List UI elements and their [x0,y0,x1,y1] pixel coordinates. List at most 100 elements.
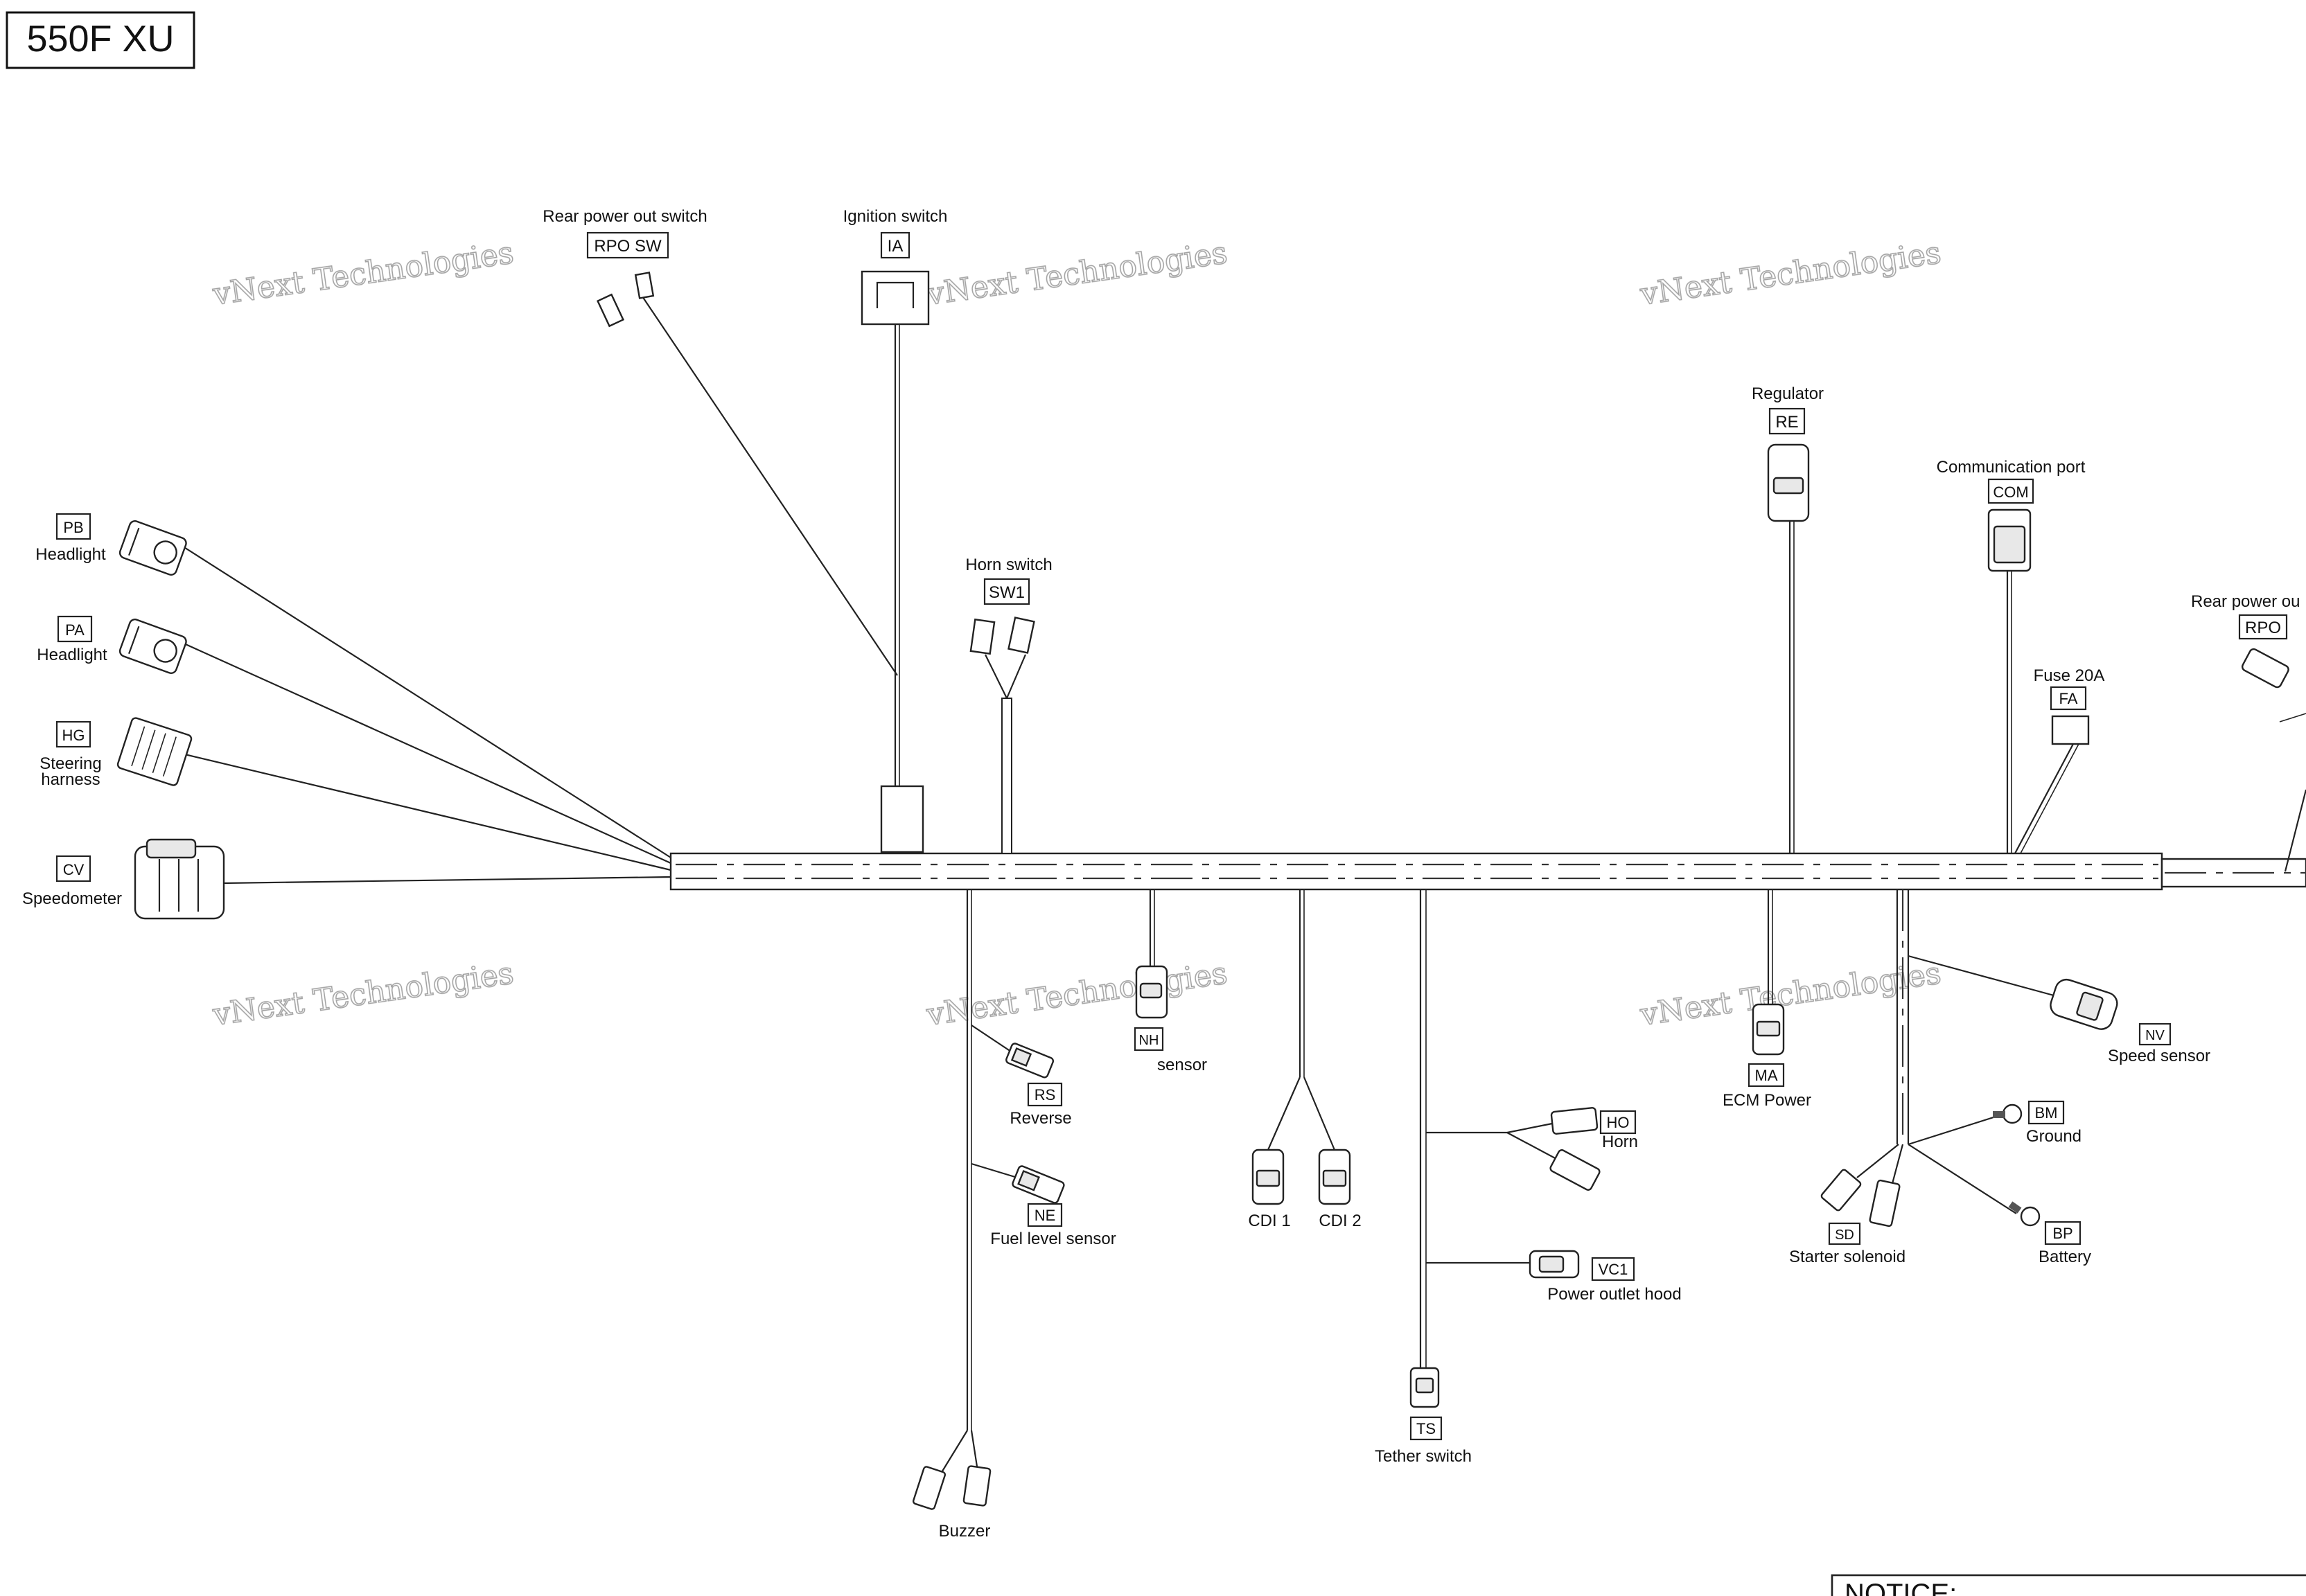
ignition-switch-code: IA [888,237,904,256]
speed-sensor-label: Speed sensor [2108,1047,2210,1065]
fuel-level-sensor: NE Fuel level sensor [990,1165,1116,1248]
ecm-power-code: MA [1755,1067,1778,1084]
tether-switch-code: TS [1416,1420,1436,1437]
reverse: RS Reverse [1005,1043,1072,1128]
neutral-sensor-connector-icon [1135,965,1168,1019]
rear-power-out-switch-label: Rear power out switch [543,207,707,226]
cdi2: CDI 2 [1318,1149,1362,1230]
watermark: vNext Technologies [210,956,516,1033]
rear-power-out-switch: Rear power out switch RPO SW [543,207,707,328]
cdi1: CDI 1 [1248,1149,1291,1230]
watermark: vNext Technologies [924,236,1229,312]
horn-connector-icon [1549,1107,1601,1191]
neutral-sensor: NH sensor [1134,889,1207,1074]
steering-harness: HG Steering harness [39,717,193,789]
rear-power-outlet-code: RPO [2245,619,2281,637]
starter-solenoid-connector-icon [1820,1169,1901,1227]
fuse-20a-icon [2051,715,2090,745]
fuel-level-sensor-code: NE [1035,1207,1056,1224]
communication-port-code: COM [1993,484,2028,501]
tether-switch-connector-icon [1409,1367,1440,1408]
fuse-20a-code: FA [2059,690,2078,707]
watermark: vNext Technologies [1637,236,1943,312]
steering-harness-label-line1: Steering [39,754,101,773]
tether-switch: TS Tether switch [1375,1367,1472,1466]
cdi1-label: CDI 1 [1248,1212,1290,1230]
horn: HO Horn [1549,1107,1638,1191]
ground-label: Ground [2026,1127,2081,1146]
regulator-label: Regulator [1752,384,1824,403]
neutral-sensor-code: NH [1139,1033,1159,1048]
headlight-pa-connector-icon [118,619,187,674]
cdi1-connector-icon [1251,1149,1285,1205]
watermark-group: vNext Technologies vNext Technologies vN… [210,235,1944,1034]
headlight-pa-code: PA [65,621,85,639]
communication-port: Communication port COM [1937,458,2086,853]
ground-code: BM [2035,1104,2058,1121]
horn-switch: Horn switch SW1 [965,556,1053,854]
communication-port-label: Communication port [1937,458,2086,477]
ground-ring-terminal-icon [1993,1103,2023,1124]
right-lower-branch [1856,889,2062,1214]
headlight-pb-code: PB [63,519,83,536]
cdi2-label: CDI 2 [1319,1212,1361,1230]
power-outlet-hood-label: Power outlet hood [1547,1285,1681,1304]
steering-harness-label-line2: harness [41,770,100,789]
tether-switch-label: Tether switch [1375,1447,1472,1466]
notice-label: NOTICE: [1845,1579,1957,1596]
fuel-level-sensor-connector-icon [1012,1165,1065,1204]
ignition-switch: Ignition switch IA [843,207,948,853]
rear-power-out-switch-connector-icon [596,293,625,328]
speed-sensor-connector-icon [2050,978,2118,1030]
regulator-connector-icon [1767,443,1810,522]
headlight-pb-connector-icon [118,520,187,576]
speedometer-code: CV [63,861,85,878]
speed-sensor: NV Speed sensor [2050,978,2210,1065]
fuel-level-sensor-label: Fuel level sensor [990,1230,1116,1248]
fuse-20a: Fuse 20A FA [2014,666,2105,854]
reverse-label: Reverse [1010,1109,1071,1128]
buzzer-connector-icon [912,1465,992,1510]
cdi2-connector-icon [1318,1149,1351,1205]
neutral-sensor-label: sensor [1157,1056,1207,1074]
power-outlet-hood-connector-icon [1529,1250,1580,1279]
speed-sensor-code: NV [2145,1028,2165,1043]
communication-port-connector-icon [1987,508,2032,572]
tether-branch [1419,889,1560,1368]
watermark: vNext Technologies [210,236,516,312]
rear-power-outlet-connector-icon [2241,648,2289,689]
ecm-power: MA ECM Power [1723,889,1811,1110]
speedometer: CV Speedometer [22,838,225,920]
model-title-box: 550F XU [6,11,195,69]
model-title: 550F XU [26,18,174,60]
headlight-pb-label: Headlight [35,545,106,564]
starter-solenoid-code: SD [1835,1227,1854,1243]
reverse-connector-icon [1005,1043,1055,1079]
regulator: Regulator RE [1752,384,1824,853]
ecm-power-connector-icon [1752,1003,1785,1056]
power-outlet-hood-code: VC1 [1599,1261,1628,1278]
ignition-switch-label: Ignition switch [843,207,948,226]
ecm-power-label: ECM Power [1723,1091,1811,1110]
rear-power-outlet-label: Rear power ou [2191,592,2300,611]
battery-ring-terminal-icon [2008,1201,2041,1227]
rear-power-out-switch-code: RPO SW [594,237,662,256]
horn-switch-connector-icon [969,618,996,655]
buzzer-label: Buzzer [939,1522,991,1541]
buzzer: Buzzer [912,1465,992,1541]
battery-label: Battery [2039,1248,2091,1266]
ignition-switch-icon [861,270,930,326]
horn-code: HO [1607,1114,1630,1131]
notice-box: NOTICE: [1831,1574,2306,1596]
rear-power-outlet: Rear power ou RPO [2191,592,2306,872]
left-lower-branch [935,889,1018,1483]
main-harness-trunk [669,852,2306,891]
battery-code: BP [2052,1225,2072,1242]
fuse-20a-label: Fuse 20A [2034,666,2105,685]
steering-harness-connector-icon [116,717,193,786]
battery: BP Battery [2008,1201,2091,1266]
headlight-pa: PA Headlight [37,615,187,674]
left-fan-wires [173,294,898,885]
horn-switch-code: SW1 [989,583,1025,602]
